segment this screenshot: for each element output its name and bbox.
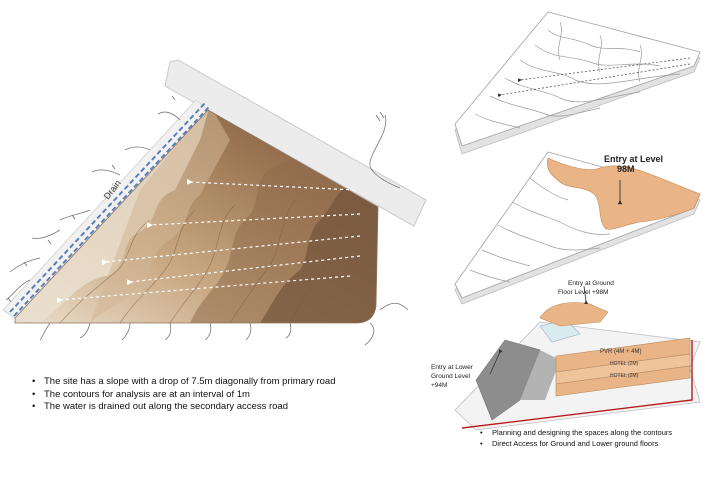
entry-level-98-label: Entry at Level 98M — [604, 154, 666, 174]
pvr-label: PVR (4M + 4M) — [600, 349, 642, 355]
outer-contours — [5, 111, 409, 346]
contour-model-middle: Entry at Level 98M — [454, 151, 701, 305]
note-right-item: Planning and designing the spaces along … — [478, 427, 718, 438]
entry-lower-line1: Entry at Lower — [431, 364, 474, 371]
entry-lower-line2: Ground Level — [431, 373, 471, 380]
notes-right: Planning and designing the spaces along … — [478, 427, 718, 449]
entry-ground-line2: Floor Level +98M — [558, 289, 608, 296]
entry-ground-line1: Entry at Ground — [568, 280, 614, 287]
floor-3-label: HOTEL (2M) — [610, 373, 638, 379]
note-left-item: The contours for analysis are at an inte… — [30, 389, 390, 402]
site-plan: Drain — [2, 59, 427, 346]
section-cut-line — [461, 340, 693, 429]
entry-lower-line3: +94M — [431, 382, 447, 389]
note-right-item: Direct Access for Ground and Lower groun… — [478, 438, 718, 449]
entry-ground-floor-label: Entry at Ground Floor Level +98M — [558, 280, 616, 296]
level-markers — [7, 95, 385, 303]
entry-level-98-line2: 98M — [617, 164, 635, 174]
floor-band-3 — [555, 365, 691, 397]
primary-road — [164, 59, 427, 227]
entry-highlight-zone — [547, 157, 701, 230]
note-left-item: The site has a slope with a drop of 7.5m… — [30, 376, 390, 389]
entry-lower-ground-label: Entry at Lower Ground Level +94M — [431, 364, 475, 389]
section-model: PVR (4M + 4M) HOTEL (2M) HOTEL (2M) Entr… — [431, 280, 701, 431]
entry-level-98-line1: Entry at Level — [604, 154, 663, 164]
note-left-item: The water is drained out along the secon… — [30, 401, 390, 414]
flow-arrows — [56, 178, 361, 304]
contour-model-top — [454, 11, 701, 155]
floor-2-label: HOTEL (2M) — [610, 361, 638, 367]
notes-left: The site has a slope with a drop of 7.5m… — [30, 376, 390, 414]
